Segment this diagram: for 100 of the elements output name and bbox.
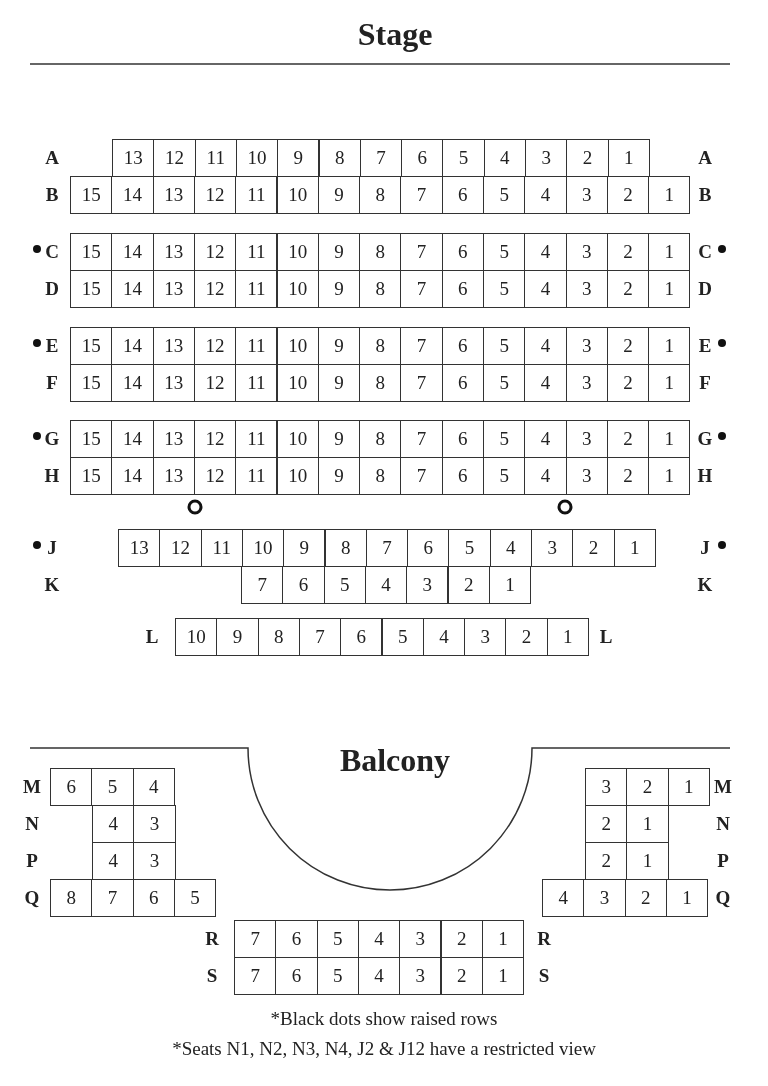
row-letter: S <box>205 965 219 987</box>
seat-number: 11 <box>235 327 278 365</box>
row-letter: G <box>696 428 714 450</box>
row-letter: P <box>25 850 39 872</box>
seat-number: 1 <box>648 364 691 402</box>
seat-number: 15 <box>70 420 113 458</box>
seat-number: 11 <box>235 233 278 271</box>
row-letter: C <box>697 241 713 263</box>
row-letter: B <box>697 184 713 206</box>
row-letter: N <box>24 813 40 835</box>
seat-number: 13 <box>118 529 161 567</box>
seat-number: 3 <box>585 768 628 806</box>
row-letter: D <box>44 278 60 300</box>
row-letter: E <box>697 335 713 357</box>
seat-number: 10 <box>276 176 319 214</box>
seat-number: 2 <box>447 566 490 604</box>
seat-number: 1 <box>481 957 525 995</box>
row-letter: S <box>537 965 551 987</box>
seat-number: 7 <box>298 618 342 656</box>
seat-number: 7 <box>234 920 277 958</box>
seat-number: 1 <box>648 233 691 271</box>
seat-number: 10 <box>276 233 319 271</box>
seat-number: 1 <box>648 176 691 214</box>
row-letter: L <box>144 626 160 648</box>
row-letter: Q <box>23 887 41 909</box>
seat-number: 11 <box>235 270 278 308</box>
seat-number: 7 <box>234 957 277 995</box>
footnote: *Black dots show raised rows <box>269 1008 499 1030</box>
row-letter: J <box>699 537 711 559</box>
row-letter: F <box>45 372 59 394</box>
row-letter: N <box>715 813 731 835</box>
seat-number: 1 <box>607 139 650 177</box>
seat-number: 4 <box>132 768 175 806</box>
seat-number: 2 <box>440 957 483 995</box>
seat-number: 3 <box>464 618 507 656</box>
seat-number: 2 <box>440 920 483 958</box>
seat-number: 13 <box>112 139 155 177</box>
seat-number: 3 <box>531 529 574 567</box>
row-letter: L <box>598 626 614 648</box>
row-letter: K <box>696 574 714 596</box>
seat-number: 1 <box>667 768 710 806</box>
seat-number: 11 <box>235 364 278 402</box>
row-letter: J <box>46 537 58 559</box>
seat-number: 1 <box>665 879 709 917</box>
seat-number: 10 <box>276 420 319 458</box>
seat-number: 1 <box>481 920 525 958</box>
seat-number: 6 <box>50 768 93 806</box>
section-heading: Balcony <box>338 742 452 779</box>
seat-number: 7 <box>241 566 284 604</box>
seat-number: 11 <box>200 529 243 567</box>
section-heading: Stage <box>356 16 434 53</box>
seat-number: 8 <box>318 139 361 177</box>
seat-number: 10 <box>276 457 319 495</box>
row-letter: F <box>698 372 712 394</box>
seat-number: 9 <box>277 139 320 177</box>
seat-number: 3 <box>583 879 626 917</box>
seat-number: 10 <box>276 270 319 308</box>
seat-number: 1 <box>613 529 656 567</box>
seat-number: 5 <box>173 879 217 917</box>
row-letter: M <box>22 776 42 798</box>
row-letter: A <box>44 147 60 169</box>
seat-number: 15 <box>70 364 113 402</box>
row-letter: B <box>44 184 60 206</box>
seat-number: 11 <box>235 420 278 458</box>
seat-number: 11 <box>235 176 278 214</box>
seat-number: 6 <box>340 618 383 656</box>
row-letter: A <box>697 147 713 169</box>
seat-number: 8 <box>257 618 300 656</box>
seat-number: 5 <box>381 618 424 656</box>
seat-number: 10 <box>276 327 319 365</box>
seat-number: 15 <box>70 176 113 214</box>
seat-number: 12 <box>159 529 202 567</box>
seat-number: 15 <box>70 457 113 495</box>
seat-number: 1 <box>648 420 691 458</box>
row-letter: E <box>44 335 60 357</box>
seat-number: 9 <box>216 618 259 656</box>
footnote: *Seats N1, N2, N3, N4, J2 & J12 have a restricted view <box>171 1038 597 1060</box>
seat-number: 9 <box>283 529 326 567</box>
row-letter: D <box>697 278 713 300</box>
row-letter: G <box>43 428 61 450</box>
seat-number: 8 <box>324 529 367 567</box>
row-letter: R <box>536 928 552 950</box>
seat-number: 2 <box>572 529 615 567</box>
seat-number: 2 <box>505 618 548 656</box>
seat-number: 4 <box>422 618 466 656</box>
seat-number: 1 <box>488 566 532 604</box>
seat-number: 10 <box>175 618 218 656</box>
seat-number: 11 <box>235 457 278 495</box>
row-letter: M <box>713 776 733 798</box>
seat-number: 1 <box>648 327 691 365</box>
seat-number: 3 <box>406 566 449 604</box>
row-letter: H <box>43 465 61 487</box>
seat-number: 3 <box>399 957 442 995</box>
seat-number: 3 <box>399 920 442 958</box>
row-letter: R <box>204 928 220 950</box>
seat-number: 10 <box>276 364 319 402</box>
seat-number: 15 <box>70 327 113 365</box>
seat-number: 8 <box>50 879 93 917</box>
seat-number: 15 <box>70 233 113 271</box>
row-letter: C <box>44 241 60 263</box>
